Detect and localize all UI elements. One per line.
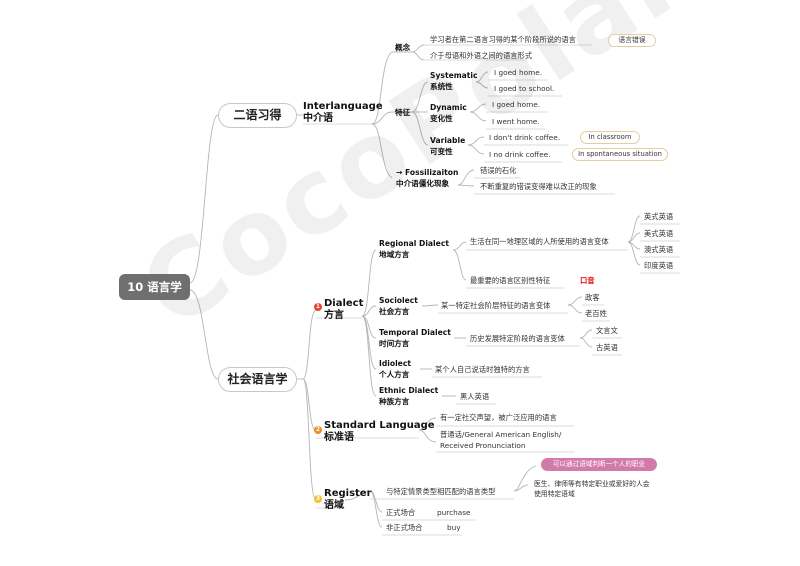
standard-definition[interactable]: 有一定社交声望，被广泛应用的语言 xyxy=(440,413,557,422)
feature-variable[interactable]: Variable xyxy=(430,136,466,145)
tag-in-spontaneous-situation[interactable]: In spontaneous situation xyxy=(572,148,668,161)
dialect-title-cn[interactable]: 方言 xyxy=(324,310,344,321)
temporal-dialect-cn[interactable]: 时间方言 xyxy=(379,339,410,348)
sociolect-example-1[interactable]: 政客 xyxy=(585,293,600,302)
regional-example-1[interactable]: 英式英语 xyxy=(644,212,674,221)
interlanguage-title[interactable]: Interlanguage xyxy=(303,101,383,112)
concept-item-2[interactable]: 介于母语和外语之间的语言形式 xyxy=(430,51,533,60)
standard-language-title-cn[interactable]: 标准语 xyxy=(324,432,354,443)
sociolect-definition[interactable]: 某一特定社会阶层特征的语言变体 xyxy=(441,301,551,310)
concept-tag-error[interactable]: 语言错误 xyxy=(608,34,656,47)
sociolect-cn[interactable]: 社会方言 xyxy=(379,307,410,316)
regional-example-3[interactable]: 澳式英语 xyxy=(644,245,674,254)
number-2-icon: 2 xyxy=(314,426,322,434)
fossilization-item-1[interactable]: 错误的石化 xyxy=(480,166,517,175)
sociolect[interactable]: Sociolect xyxy=(379,296,418,305)
register-note-badge[interactable]: 可以通过语域判断一个人的职业 xyxy=(541,458,657,471)
idiolect[interactable]: Idiolect xyxy=(379,359,411,368)
ethnic-dialect[interactable]: Ethnic Dialect xyxy=(379,386,439,395)
fossilization-title[interactable]: → Fossilizaiton xyxy=(396,168,459,177)
standard-example-line-1[interactable]: 普通话/General American English/ xyxy=(440,430,562,439)
ethnic-dialect-cn[interactable]: 种族方言 xyxy=(379,397,410,406)
root-topic[interactable]: 10 语言学 xyxy=(119,274,190,300)
feature-systematic[interactable]: Systematic xyxy=(430,71,478,80)
concept-item-1[interactable]: 学习者在第二语言习得的某个阶段所说的语言 xyxy=(430,35,576,44)
fossilization-title-cn[interactable]: 中介语僵化现象 xyxy=(396,179,450,188)
sociolect-example-2[interactable]: 老百姓 xyxy=(585,309,607,318)
idiolect-definition[interactable]: 某个人自己说话时独特的方言 xyxy=(435,365,530,374)
number-3-icon: 3 xyxy=(314,495,322,503)
regional-definition[interactable]: 生活在同一地理区域的人所使用的语言变体 xyxy=(470,237,609,246)
temporal-example-1[interactable]: 文言文 xyxy=(596,326,618,335)
standard-language-title[interactable]: Standard Language xyxy=(324,420,435,431)
register-note-line-2[interactable]: 使用特定语域 xyxy=(534,490,575,498)
idiolect-cn[interactable]: 个人方言 xyxy=(379,370,410,379)
register-note-line-1[interactable]: 医生、律师等有特定职业或爱好的人会 xyxy=(534,480,650,488)
feature-variable-cn[interactable]: 可变性 xyxy=(430,147,453,156)
register-informal-word[interactable]: buy xyxy=(447,523,461,532)
register-formal-word[interactable]: purchase xyxy=(437,508,471,517)
concept-label[interactable]: 概念 xyxy=(395,43,411,52)
systematic-example-2[interactable]: I goed to school. xyxy=(494,84,555,93)
standard-example-line-2[interactable]: Received Pronunciation xyxy=(440,441,526,450)
regional-feature[interactable]: 最重要的语言区别性特征 xyxy=(470,276,551,285)
systematic-example-1[interactable]: I goed home. xyxy=(494,68,543,77)
register-formal-label[interactable]: 正式场合 xyxy=(386,508,416,517)
regional-example-2[interactable]: 美式英语 xyxy=(644,229,674,238)
temporal-definition[interactable]: 历史发展特定阶段的语言变体 xyxy=(470,334,565,343)
feature-label[interactable]: 特征 xyxy=(395,108,411,117)
ethnic-definition[interactable]: 黑人英语 xyxy=(460,392,490,401)
regional-dialect[interactable]: Regional Dialect xyxy=(379,239,449,248)
temporal-example-2[interactable]: 古英语 xyxy=(596,343,618,352)
temporal-dialect[interactable]: Temporal Dialect xyxy=(379,328,451,337)
number-1-icon: 1 xyxy=(314,303,322,311)
register-title[interactable]: Register xyxy=(324,488,372,499)
variable-example-2[interactable]: I no drink coffee. xyxy=(489,150,551,159)
link-root-b1 xyxy=(189,114,219,284)
variable-example-1[interactable]: I don't drink coffee. xyxy=(489,133,561,142)
regional-example-4[interactable]: 印度英语 xyxy=(644,261,674,270)
dialect-title[interactable]: Dialect xyxy=(324,298,364,309)
register-title-cn[interactable]: 语域 xyxy=(324,500,344,511)
feature-dynamic[interactable]: Dynamic xyxy=(430,103,467,112)
dynamic-example-2[interactable]: I went home. xyxy=(492,117,540,126)
interlanguage-title-cn[interactable]: 中介语 xyxy=(303,113,333,124)
dynamic-example-1[interactable]: I goed home. xyxy=(492,100,541,109)
register-definition[interactable]: 与特定情景类型相匹配的语言类型 xyxy=(386,487,496,496)
fossilization-item-2[interactable]: 不断重复的错误变得难以改正的现象 xyxy=(480,182,597,191)
regional-dialect-cn[interactable]: 地域方言 xyxy=(379,250,410,259)
register-informal-label[interactable]: 非正式场合 xyxy=(386,523,423,532)
branch-sociolinguistics[interactable]: 社会语言学 xyxy=(218,367,297,392)
tag-in-classroom[interactable]: In classroom xyxy=(580,131,640,144)
link-root-b2 xyxy=(189,289,219,380)
feature-systematic-cn[interactable]: 系统性 xyxy=(430,82,453,91)
branch-second-language-acquisition[interactable]: 二语习得 xyxy=(218,103,297,128)
feature-dynamic-cn[interactable]: 变化性 xyxy=(430,114,453,123)
regional-feature-accent[interactable]: 口音 xyxy=(580,276,595,285)
